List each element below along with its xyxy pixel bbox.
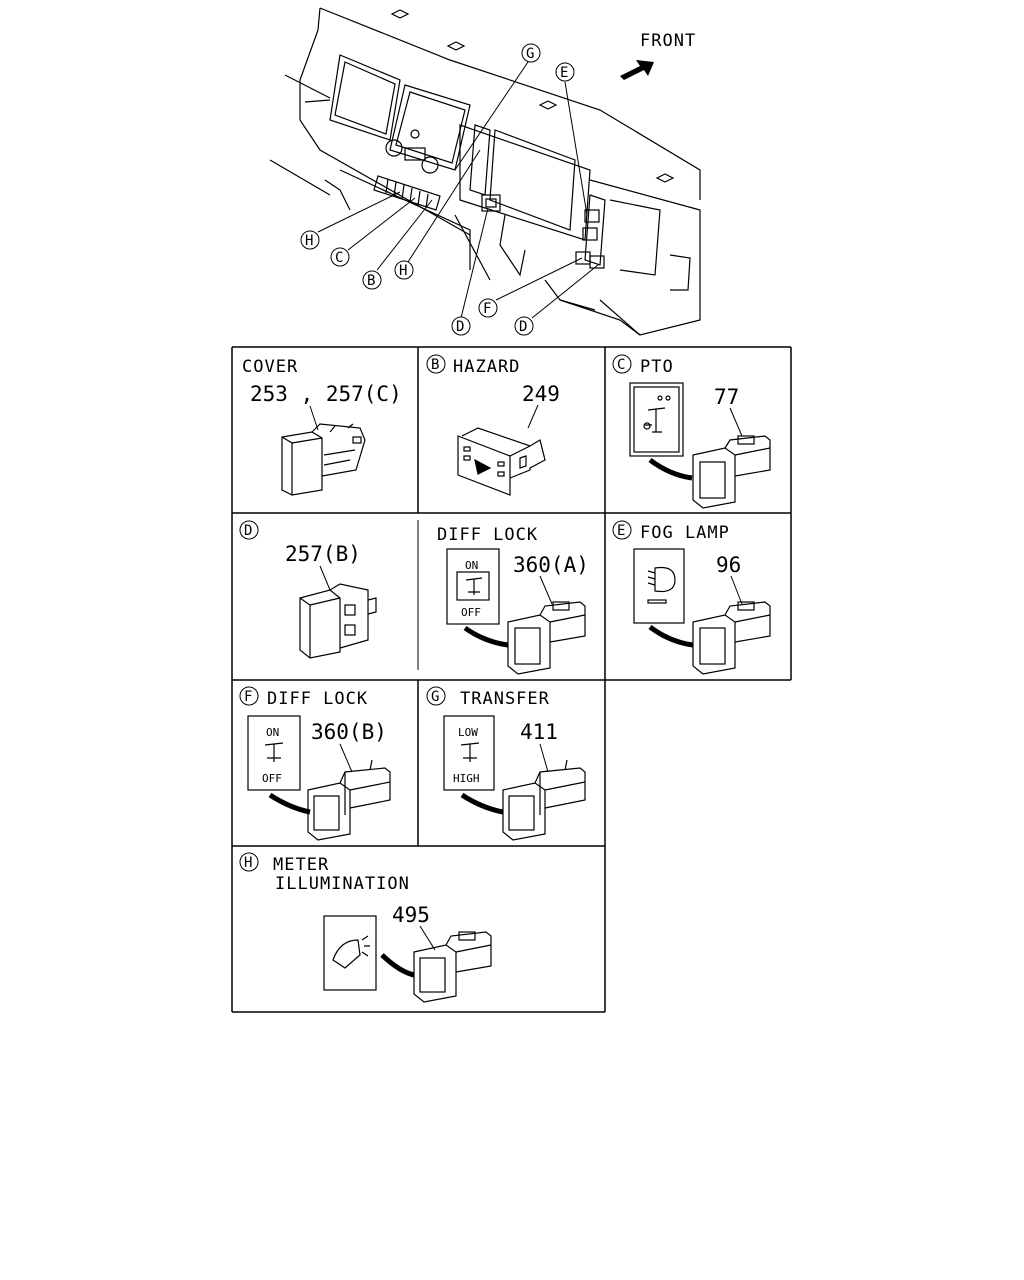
dashboard-overview <box>269 7 701 336</box>
pto-pointer <box>648 457 693 481</box>
svg-text:B: B <box>431 357 439 373</box>
callout-e: E <box>555 62 575 82</box>
pto-part-number: 77 <box>714 385 739 409</box>
meter-legend-icon <box>323 915 377 991</box>
callout-b: B <box>362 270 382 290</box>
panel-d: D 257(B) <box>239 520 377 659</box>
meter-part-number: 495 <box>392 903 430 927</box>
panel-hazard: B HAZARD 249 <box>426 354 560 496</box>
svg-text:F: F <box>244 689 252 705</box>
meter-pointer <box>380 953 415 978</box>
diff-a-on-label: ON <box>465 559 478 572</box>
front-arrow-icon <box>620 60 654 80</box>
panel-meter-illumination: H METER ILLUMINATION 495 <box>239 852 492 1003</box>
transfer-part-number: 411 <box>520 720 558 744</box>
panel-transfer: G TRANSFER 411 LOW HIGH <box>426 686 586 841</box>
transfer-low-label: LOW <box>458 726 478 739</box>
fog-lamp-legend-icon <box>633 548 685 624</box>
diff-a-legend-icon <box>446 548 500 625</box>
svg-text:H: H <box>305 233 313 249</box>
fog-lamp-switch-icon <box>692 601 771 675</box>
meter-title-line2: ILLUMINATION <box>275 874 410 894</box>
svg-text:H: H <box>399 263 407 279</box>
svg-text:G: G <box>526 46 534 62</box>
diff-a-title: DIFF LOCK <box>437 525 538 545</box>
panel-diff-lock-a: DIFF LOCK 360(A) ON OFF <box>437 525 589 675</box>
callout-f: F <box>478 298 498 318</box>
transfer-title: TRANSFER <box>460 689 550 709</box>
svg-text:G: G <box>431 689 439 705</box>
callout-g: G <box>521 43 541 63</box>
svg-text:D: D <box>244 523 252 539</box>
callout-d: D <box>451 316 471 336</box>
panel-cover: COVER 253 , 257(C) <box>242 357 402 496</box>
cover-switch-icon <box>281 423 366 496</box>
callout-h-2: H <box>394 260 414 280</box>
transfer-high-label: HIGH <box>453 772 480 785</box>
svg-text:C: C <box>617 357 625 373</box>
hazard-title: HAZARD <box>453 357 520 377</box>
hazard-switch-icon <box>457 427 546 496</box>
transfer-legend-icon <box>443 715 495 791</box>
diff-a-part-number: 360(A) <box>513 553 589 577</box>
svg-text:C: C <box>335 250 343 266</box>
panel-fog-lamp: E FOG LAMP 96 <box>612 520 771 675</box>
parts-grid <box>231 346 792 1013</box>
callout-c: C <box>330 247 350 267</box>
diff-f-off-label: OFF <box>262 772 282 785</box>
d-cover-icon <box>299 583 377 659</box>
diff-f-on-label: ON <box>266 726 279 739</box>
meter-title-line1: METER <box>273 855 329 875</box>
meter-switch-icon <box>413 931 492 1003</box>
fog-lamp-title: FOG LAMP <box>640 523 730 543</box>
pto-title: PTO <box>640 357 674 377</box>
diff-f-legend-icon <box>247 715 301 791</box>
fog-lamp-part-number: 96 <box>716 553 741 577</box>
cover-part-number: 253 , 257(C) <box>250 382 402 406</box>
fog-lamp-pointer <box>648 624 694 648</box>
d-part-number: 257(B) <box>285 542 361 566</box>
diff-a-pointer <box>463 625 509 648</box>
svg-text:B: B <box>367 273 375 289</box>
diff-f-part-number: 360(B) <box>311 720 387 744</box>
svg-text:E: E <box>560 65 568 81</box>
callout-leaders <box>317 61 599 319</box>
cover-title: COVER <box>242 357 298 377</box>
panel-pto: C PTO 77 <box>612 354 771 509</box>
pto-legend-icon <box>629 382 684 457</box>
transfer-switch-icon <box>502 759 586 841</box>
front-label: FRONT <box>640 31 696 51</box>
panel-diff-lock-f: F DIFF LOCK 360(B) ON OFF <box>239 686 391 841</box>
diff-a-switch-icon <box>507 601 586 675</box>
pto-switch-icon <box>692 435 771 509</box>
transfer-pointer <box>460 792 504 815</box>
diff-f-switch-icon <box>307 759 391 841</box>
hazard-part-number: 249 <box>522 382 560 406</box>
callout-h: H <box>300 230 320 250</box>
svg-text:H: H <box>244 855 252 871</box>
svg-text:D: D <box>519 319 527 335</box>
callout-d-2: D <box>514 316 534 336</box>
diff-f-title: DIFF LOCK <box>267 689 368 709</box>
svg-text:F: F <box>483 301 491 317</box>
diff-a-off-label: OFF <box>461 606 481 619</box>
svg-text:E: E <box>617 523 625 539</box>
svg-text:D: D <box>456 319 464 335</box>
diff-f-pointer <box>268 792 311 815</box>
